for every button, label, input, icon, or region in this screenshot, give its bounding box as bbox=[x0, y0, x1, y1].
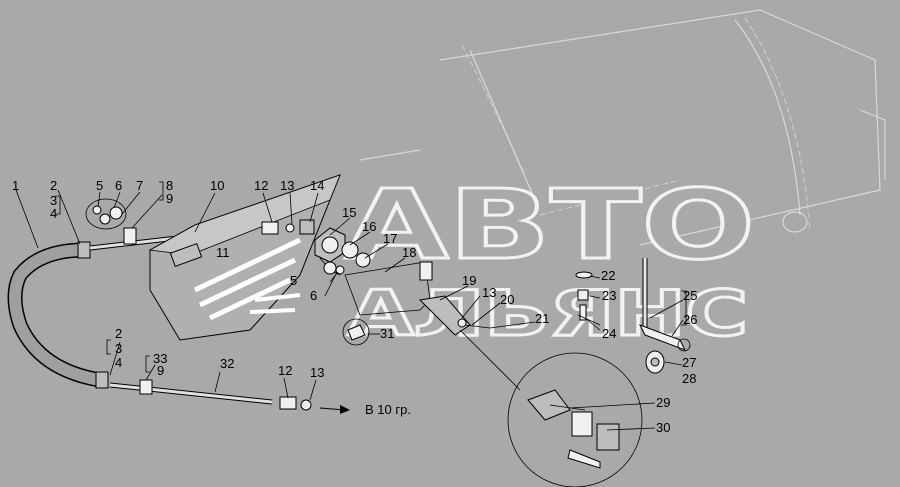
callout-14: 14 bbox=[310, 178, 324, 193]
callout-26: 26 bbox=[683, 312, 697, 327]
hose-1 bbox=[7, 241, 109, 389]
callout-3: 3 bbox=[50, 193, 57, 208]
detail-view bbox=[459, 329, 643, 487]
component-27 bbox=[645, 350, 665, 374]
valve-19 bbox=[418, 295, 491, 336]
callout-16: 16 bbox=[362, 219, 376, 234]
callout-31: 31 bbox=[380, 326, 394, 341]
callout-12-lower: 12 bbox=[278, 363, 292, 378]
callout-10: 10 bbox=[210, 178, 224, 193]
callout-labels: 1 2 3 4 5 6 7 8 9 10 11 12 13 14 15 16 1… bbox=[12, 178, 697, 435]
fittings-upper bbox=[261, 219, 315, 235]
callout-4: 4 bbox=[50, 206, 57, 221]
callout-18: 18 bbox=[402, 245, 416, 260]
component-31 bbox=[342, 318, 370, 346]
callout-28: 28 bbox=[682, 371, 696, 386]
callout-15: 15 bbox=[342, 205, 356, 220]
callout-30: 30 bbox=[656, 420, 670, 435]
watermark: АВТО АЛЬЯНС bbox=[344, 168, 757, 352]
callout-29: 29 bbox=[656, 395, 670, 410]
fittings-right bbox=[575, 258, 691, 352]
direction-note: В 10 гр. bbox=[365, 402, 411, 417]
callout-1: 1 bbox=[12, 178, 19, 193]
callout-5-mid: 5 bbox=[290, 273, 297, 288]
callout-5: 5 bbox=[96, 178, 103, 193]
callout-22: 22 bbox=[601, 268, 615, 283]
callout-33: 33 bbox=[153, 351, 167, 366]
callout-13-mid: 13 bbox=[482, 285, 496, 300]
callout-12: 12 bbox=[254, 178, 268, 193]
callout-2-lower: 2 bbox=[115, 326, 122, 341]
callout-23: 23 bbox=[602, 288, 616, 303]
leader-lines bbox=[15, 181, 687, 431]
callout-8: 8 bbox=[166, 178, 173, 193]
callout-4-lower: 4 bbox=[115, 355, 122, 370]
callout-7: 7 bbox=[136, 178, 143, 193]
callout-21: 21 bbox=[535, 311, 549, 326]
callout-24: 24 bbox=[602, 326, 616, 341]
callout-20: 20 bbox=[500, 292, 514, 307]
callout-2: 2 bbox=[50, 178, 57, 193]
callout-25: 25 bbox=[683, 288, 697, 303]
callout-11: 11 bbox=[216, 245, 230, 260]
callout-13: 13 bbox=[280, 178, 294, 193]
callout-17: 17 bbox=[383, 231, 397, 246]
watermark-line1: АВТО bbox=[345, 169, 755, 281]
callout-9: 9 bbox=[166, 191, 173, 206]
callout-3-lower: 3 bbox=[115, 341, 122, 356]
callout-27: 27 bbox=[682, 355, 696, 370]
callout-6-mid: 6 bbox=[310, 288, 317, 303]
washer-group-upper bbox=[85, 198, 127, 230]
callout-9-lower: 9 bbox=[157, 363, 164, 378]
callout-19: 19 bbox=[462, 273, 476, 288]
pipe-lower bbox=[109, 379, 350, 414]
callout-13-lower: 13 bbox=[310, 365, 324, 380]
battery-box bbox=[148, 174, 341, 341]
callout-6: 6 bbox=[115, 178, 122, 193]
callout-32: 32 bbox=[220, 356, 234, 371]
tank-outline-ghost bbox=[359, 9, 886, 246]
